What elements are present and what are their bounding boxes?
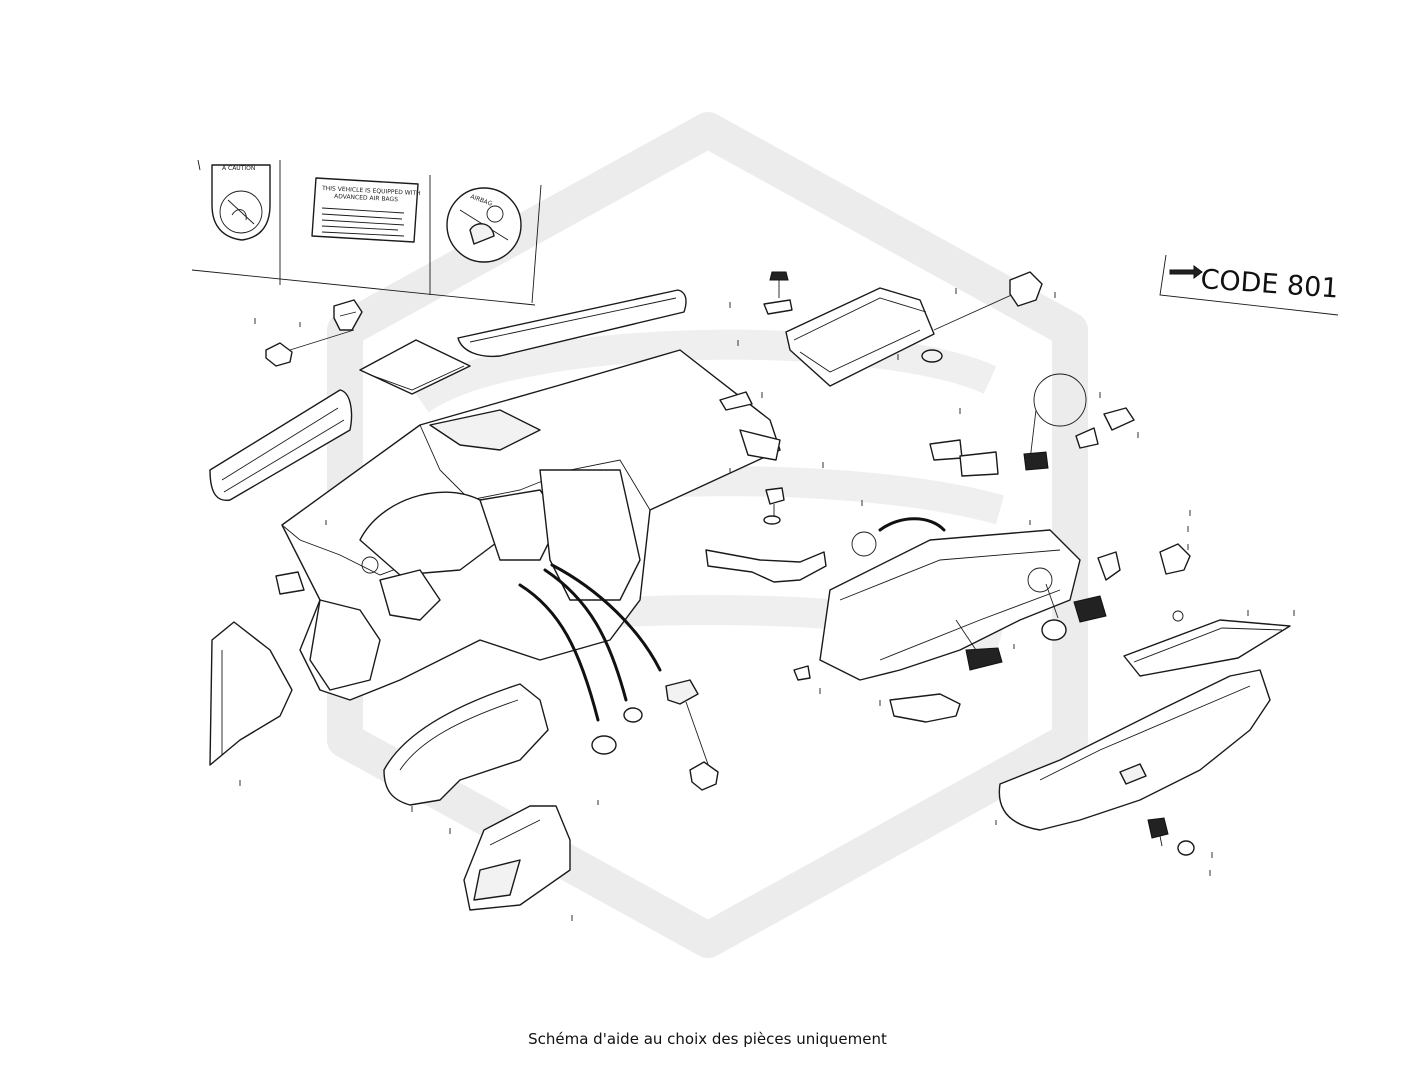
leader-line xyxy=(685,701,711,771)
switch-icon xyxy=(1103,407,1135,431)
switch-callout-arrows xyxy=(518,563,662,722)
airbag-notice-sticker: THIS VEHICLE IS EQUIPPED WITH ADVANCED A… xyxy=(311,177,421,243)
passenger-airbag-module xyxy=(785,287,935,387)
connector-icon xyxy=(929,439,963,461)
left-end-cap xyxy=(209,621,293,766)
usb-socket-icon xyxy=(1073,595,1107,623)
sensor-connector-icon xyxy=(889,693,961,723)
detail-circle xyxy=(1033,373,1087,427)
push-clip xyxy=(333,299,363,331)
air-duct xyxy=(705,549,827,583)
upper-trim-strip xyxy=(457,289,687,358)
rotation-arrow xyxy=(878,517,946,532)
instrument-bezel xyxy=(383,683,549,806)
connector-icon xyxy=(1023,451,1049,471)
storage-tray xyxy=(1123,619,1291,677)
leader-line xyxy=(933,291,1019,331)
code-label-text: CODE 801 xyxy=(1200,264,1340,305)
tick-marks xyxy=(239,288,1295,921)
leader-line xyxy=(289,329,355,351)
nut-icon xyxy=(1172,610,1184,622)
leader-line xyxy=(1029,409,1037,461)
code-label: CODE 801 xyxy=(1159,254,1340,316)
mounting-bracket-icon xyxy=(1009,271,1043,307)
screw-icon xyxy=(763,271,793,315)
warning-sticker-title: A CAUTION xyxy=(222,165,255,172)
mounting-bracket-icon xyxy=(689,761,719,791)
leader-line xyxy=(955,619,977,651)
lock-cylinder-icon xyxy=(1147,817,1169,847)
switch-knob xyxy=(591,679,699,755)
bushing-icon xyxy=(1177,840,1195,856)
diagram-caption: Schéma d'aide au choix des pièces unique… xyxy=(528,1030,887,1048)
clip-icon xyxy=(793,665,811,681)
glovebox-door xyxy=(998,669,1271,831)
warning-sticker: A CAUTION xyxy=(211,164,271,241)
grommet-icon xyxy=(921,349,943,363)
left-defroster-trim xyxy=(209,389,353,502)
notice-line2: ADVANCED AIR BAGS xyxy=(334,193,398,203)
speaker-cover xyxy=(359,339,471,395)
leader-line xyxy=(1045,583,1059,619)
clip-icon xyxy=(275,571,305,595)
clip-icon xyxy=(1097,551,1121,581)
connector-icon xyxy=(959,451,999,477)
dashboard-panel xyxy=(281,349,781,701)
label-sheet xyxy=(191,159,542,306)
airbag-round-sticker: AIRBAG xyxy=(446,187,522,263)
mounting-bracket-icon xyxy=(265,342,293,367)
mounting-bracket-icon xyxy=(1159,543,1191,575)
bulb-icon xyxy=(1075,427,1099,449)
steering-column-trim xyxy=(463,805,571,911)
rotation-ring xyxy=(851,531,877,557)
cap-icon xyxy=(1041,619,1067,641)
glovebox-housing xyxy=(819,529,1081,681)
screw-icon xyxy=(763,487,785,525)
